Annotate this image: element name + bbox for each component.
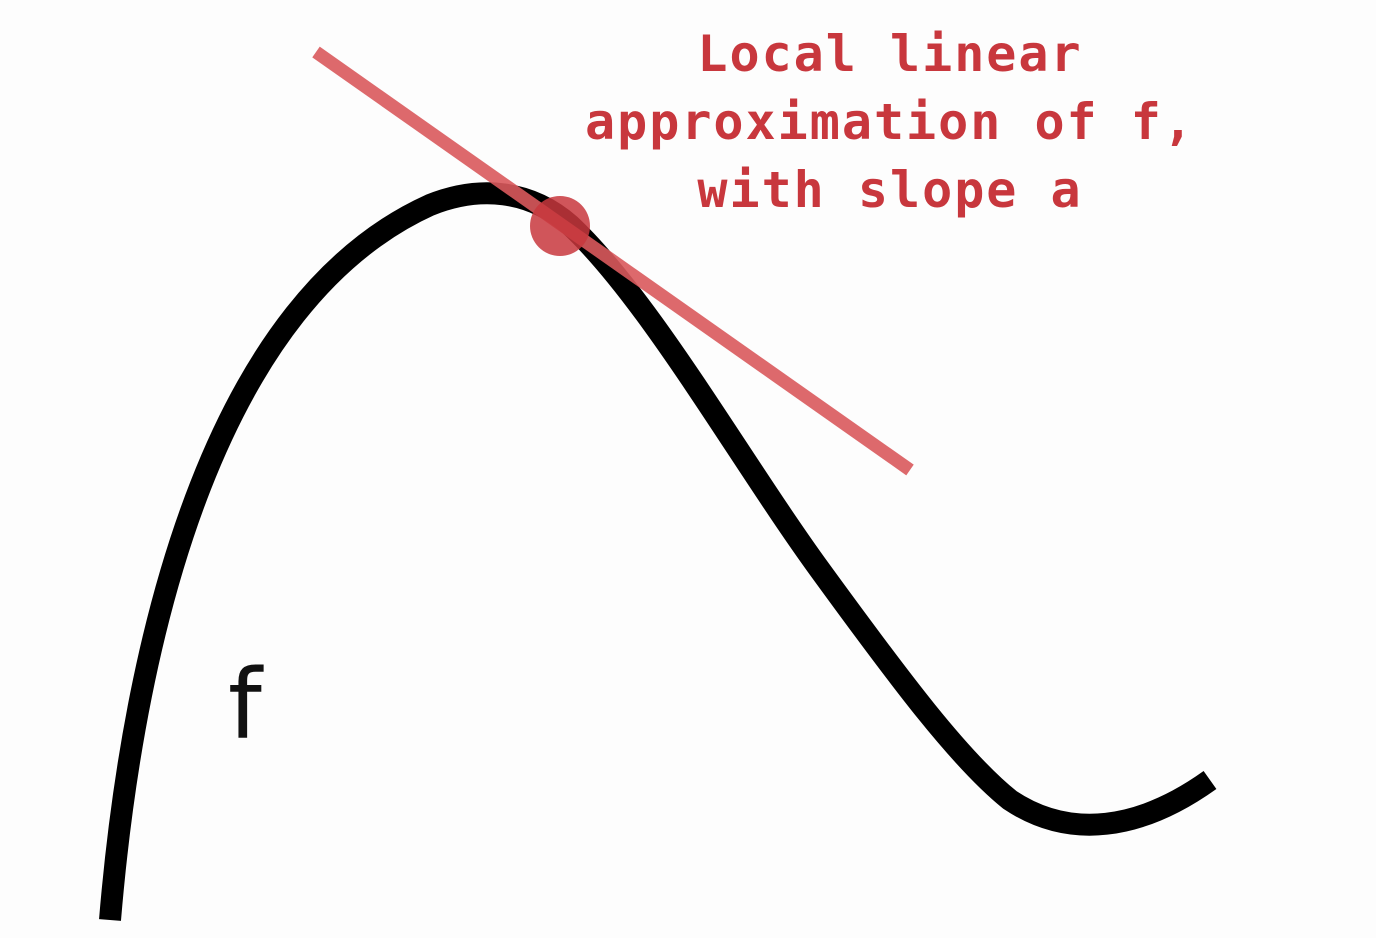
function-curve	[99, 182, 1217, 921]
annotation-line-1: Local linear	[697, 25, 1083, 83]
function-label: f	[228, 649, 262, 761]
tangent-line	[312, 46, 914, 476]
annotation-line-3: with slope a	[697, 161, 1083, 219]
annotation-line-2: approximation of f,	[585, 93, 1195, 151]
tangent-annotation: Local linear approximation of f, with sl…	[520, 20, 1260, 224]
tangent-point	[530, 196, 590, 256]
